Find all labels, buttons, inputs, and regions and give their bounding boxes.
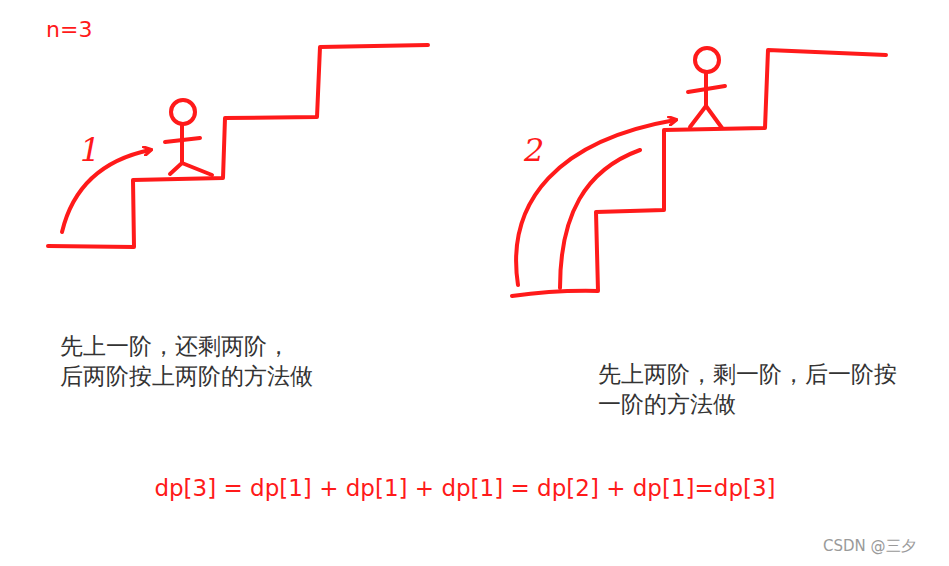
- explanation-text: 先上两阶，剩一阶，后一阶按 一阶的方法做: [598, 360, 943, 420]
- problem-size: n=3: [46, 16, 92, 45]
- callout-number: 2: [524, 130, 544, 172]
- stick-figure: [165, 100, 212, 175]
- step-arrow: [62, 150, 150, 232]
- step-arrow: [516, 120, 675, 285]
- callout-number: 1: [80, 130, 100, 172]
- staircase: [48, 45, 428, 247]
- recurrence-formula: dp[3] = dp[1] + dp[1] + dp[1] = dp[2] + …: [154, 474, 775, 504]
- staircase: [512, 50, 886, 296]
- stick-figure: [688, 48, 725, 128]
- watermark: CSDN @三夕: [823, 537, 916, 557]
- step-arrow-band: [560, 150, 640, 288]
- explanation-text: 先上一阶，还剩两阶， 后两阶按上两阶的方法做: [60, 332, 360, 392]
